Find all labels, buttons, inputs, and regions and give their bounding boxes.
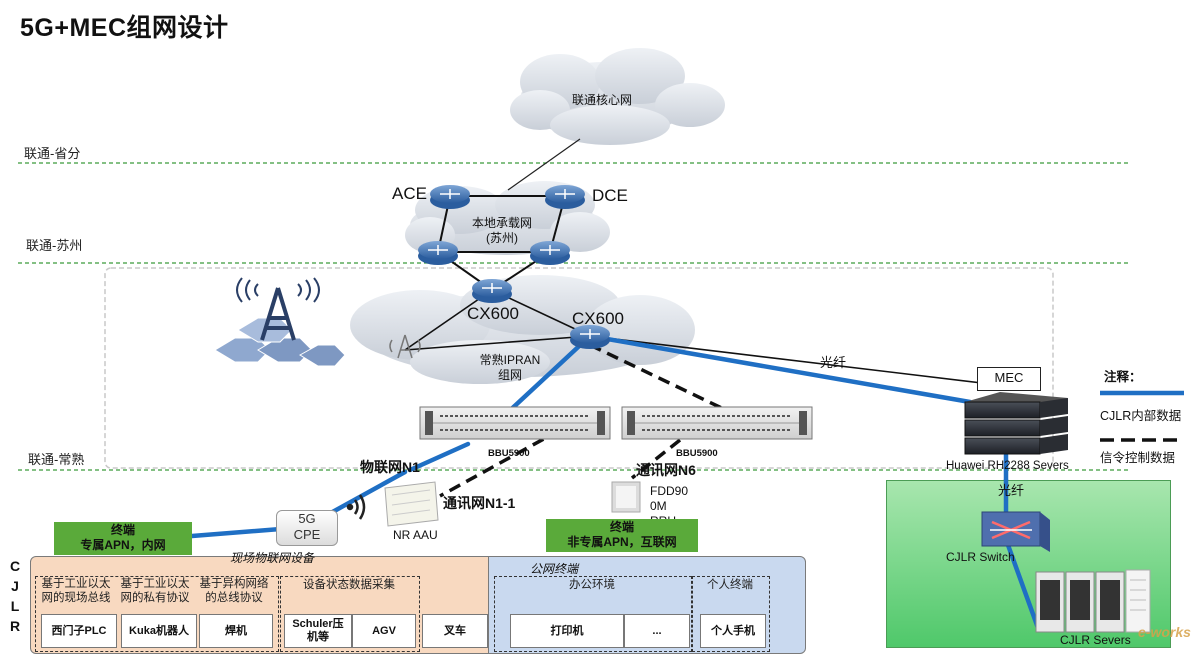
cell-more: ... [624, 614, 690, 648]
bearer-cloud-label: 本地承载网 (苏州) [462, 216, 542, 246]
bearer-cloud-line2: (苏州) [486, 231, 518, 245]
cell-siemens-plc: 西门子PLC [41, 614, 117, 648]
cjlr-letter-c: C [9, 558, 21, 574]
terminal-private-apn: 终端 专属APN，内网 [54, 522, 192, 555]
cjlr-letter-j: J [11, 578, 19, 594]
cell-agv: AGV [352, 614, 416, 648]
comm-n1-1-label: 通讯网N1-1 [443, 495, 516, 511]
fiber-label-vertical: 光纤 [998, 483, 1025, 498]
fdd-line2: 0M [650, 499, 667, 513]
cjlr-servers-label: CJLR Severs [1060, 633, 1131, 647]
terminal-private-line1: 终端 [110, 523, 135, 537]
legend-internal-label: CJLR内部数据 [1100, 409, 1182, 423]
nr-aau-device [384, 481, 439, 527]
group-personal [692, 576, 770, 652]
changshu-region-frame [104, 267, 1054, 469]
router-cx600-right [570, 325, 610, 349]
router-bearer-left [418, 241, 458, 265]
group-office [494, 576, 692, 652]
link-core-dce [507, 138, 581, 191]
ipran-cloud [350, 275, 695, 384]
header-office: 办公环境 [569, 579, 615, 591]
watermark-logo: e-works [1138, 624, 1191, 640]
router-bearer-right [530, 241, 570, 265]
signaling-links [439, 343, 731, 498]
cell-personal-phone: 个人手机 [700, 614, 766, 648]
mec-server-label: Huawei RH2288 Severs [946, 460, 1069, 472]
ipran-cloud-line2: 组网 [497, 368, 522, 382]
header-private-protocol: 基于工业以太网的私有协议 [120, 578, 190, 604]
fdd-rru-device [611, 481, 641, 513]
legend-title: 注释： [1104, 370, 1142, 384]
cjlr-switch-label: CJLR Switch [946, 550, 1015, 564]
mec-server-stack [964, 392, 1068, 455]
router-label-dce: DCE [592, 186, 628, 205]
zone-label-suzhou: 联通-苏州 [26, 238, 83, 253]
cjlr-letter-l: L [10, 598, 20, 614]
router-ace [430, 185, 470, 209]
ipran-antenna-icon [389, 334, 421, 359]
nr-aau-label: NR AAU [393, 528, 438, 542]
bbu-right-device [621, 406, 813, 440]
cjlr-letters: C J L R [7, 556, 23, 636]
cpe-line2: CPE [293, 527, 321, 542]
fdd-line1: FDD90 [650, 484, 689, 498]
field-iot-title: 现场物联网设备 [230, 551, 315, 565]
group-industrial-ethernet [35, 576, 279, 652]
cell-kuka-robot: Kuka机器人 [121, 614, 197, 648]
comm-n6-label: 通讯网N6 [636, 462, 696, 478]
cjlr-datacenter-zone [886, 480, 1171, 648]
bbu-left-label: BBU5900 [488, 448, 530, 459]
public-terminal-title: 公网终端 [530, 562, 579, 576]
router-label-ace: ACE [392, 184, 427, 203]
fiber-label-top: 光纤 [820, 355, 847, 370]
cpe-line1: 5G [298, 511, 316, 526]
router-label-cx600-right: CX600 [572, 309, 624, 328]
bearer-cloud-line1: 本地承载网 [471, 216, 532, 230]
terminal-public-line2: 非专属APN，互联网 [567, 535, 677, 549]
cpe-device: 5G CPE [276, 510, 338, 546]
iot-n1-label: 物联网N1 [360, 459, 420, 475]
bbu-right-label: BBU5900 [676, 448, 718, 459]
cell-forklift: 叉车 [422, 614, 488, 648]
legend-signaling-label: 信令控制数据 [1100, 451, 1176, 465]
core-cloud-label: 联通核心网 [572, 93, 633, 107]
mec-label-box: MEC [977, 367, 1041, 391]
router-dce [545, 185, 585, 209]
wireless-signal-icon [346, 494, 366, 520]
cell-schuler-press: Schuler压机等 [284, 614, 352, 648]
cjlr-letter-r: R [9, 618, 21, 634]
core-network-cloud [510, 48, 725, 145]
ipran-cloud-label: 常熟IPRAN 组网 [470, 353, 550, 383]
terminal-private-line2: 专属APN，内网 [80, 538, 166, 552]
router-label-cx600-left: CX600 [467, 304, 519, 323]
header-status-collection: 设备状态数据采集 [303, 579, 395, 591]
router-cx600-left [472, 279, 512, 303]
page-title: 5G+MEC组网设计 [20, 14, 229, 42]
terminal-public-line1: 终端 [609, 520, 634, 534]
zone-label-changshu: 联通-常熟 [28, 452, 85, 467]
header-personal: 个人终端 [707, 579, 753, 591]
fiber-link-cx600-mec [589, 335, 991, 385]
header-heterogeneous-bus: 基于异构网络的总线协议 [199, 578, 269, 604]
cell-printer: 打印机 [510, 614, 624, 648]
tower-icon [214, 277, 346, 367]
zone-label-province: 联通-省分 [24, 146, 81, 161]
terminal-public-apn: 终端 非专属APN，互联网 [546, 519, 698, 552]
bbu-left-device [419, 406, 611, 440]
group-status-collection [280, 576, 420, 652]
ipran-cloud-line1: 常熟IPRAN [479, 353, 541, 367]
cell-welder: 焊机 [199, 614, 273, 648]
header-fieldbus: 基于工业以太网的现场总线 [41, 578, 111, 604]
